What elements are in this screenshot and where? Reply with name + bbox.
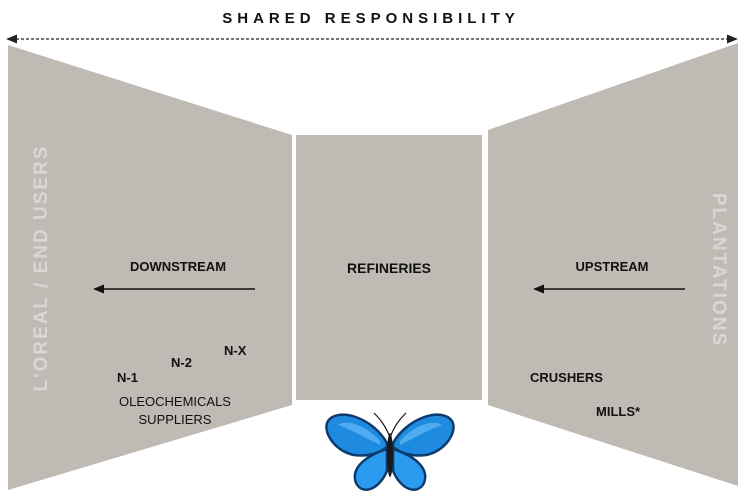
downstream-label: DOWNSTREAM [129,259,227,274]
refineries-label: REFINERIES [346,260,432,276]
right-panel-shape [488,43,738,486]
crushers-label: CRUSHERS [530,370,603,385]
tier-n1-label: N-1 [117,370,138,385]
suppliers-line-2: SUPPLIERS [138,412,212,427]
mills-label: MILLS* [596,404,641,419]
left-panel-shape [8,45,292,490]
tier-n2-label: N-2 [171,355,192,370]
downstream-arrow [93,284,255,294]
upstream-arrow [533,284,685,294]
tier-nx-label: N-X [224,343,247,358]
oleochemicals-suppliers-label: OLEOCHEMICALS SUPPLIERS [119,393,231,429]
suppliers-line-1: OLEOCHEMICALS [119,394,231,409]
plantations-label: PLANTATIONS [708,192,729,348]
upstream-label: UPSTREAM [575,259,649,274]
shared-responsibility-arrow [6,34,738,44]
end-users-label: L'OREAL / END USERS [31,144,52,392]
diagram-title: SHARED RESPONSIBILITY [222,10,520,27]
center-panel-shape [296,135,482,400]
butterfly-icon [325,412,455,491]
